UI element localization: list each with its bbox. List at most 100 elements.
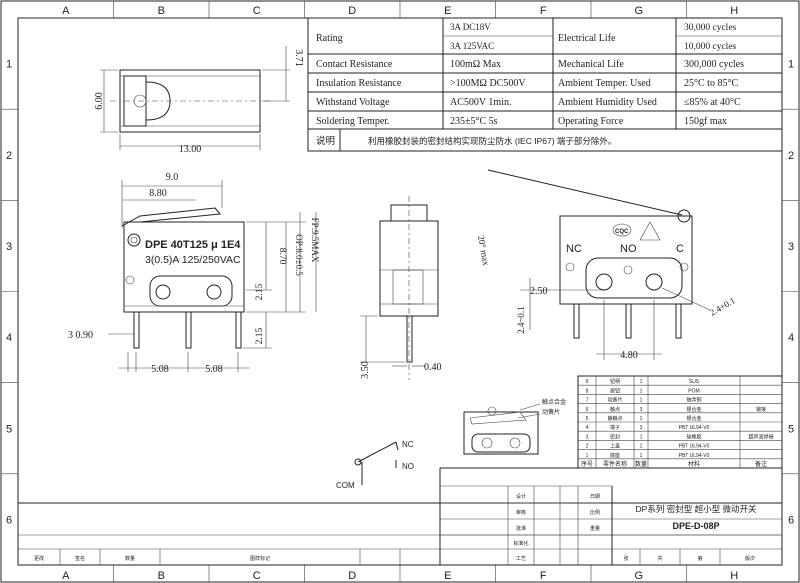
front-view: 9.0 8.80 DPE 40T125 μ 1E4 3(0.5)A 125/25… <box>68 172 320 375</box>
grid-col-d-bottom: D <box>348 570 356 582</box>
electrical-life-label: Electrical Life <box>558 33 616 44</box>
grid-col-b-top: B <box>158 5 165 17</box>
rating-value-dc: 3A DC18V <box>450 22 491 32</box>
contact-resistance-label: Contact Resistance <box>316 59 393 70</box>
parts-row-2-name: 上盖 <box>610 443 620 450</box>
top-dim-right: 3.71 <box>293 49 304 67</box>
right-dim-480: 4.80 <box>620 350 638 361</box>
parts-row-1-name: 底座 <box>610 452 620 459</box>
parts-row-2-qty: 1 <box>640 444 643 450</box>
soldering-label: Soldering Temper. <box>316 116 390 127</box>
right-label-nc: NC <box>566 243 582 255</box>
right-dim-24: 2.4~0.1 <box>516 306 526 333</box>
right-dim-250: 2.50 <box>530 286 548 297</box>
withstand-voltage-label: Withstand Voltage <box>316 97 390 108</box>
right-label-no: NO <box>620 243 637 255</box>
parts-row-4-qty: 3 <box>640 425 643 431</box>
parts-row-7-material: 铍青铜 <box>686 397 701 404</box>
top-dim-width: 13.00 <box>179 144 202 155</box>
grid-row-2-right: 2 <box>788 150 794 162</box>
grid-col-h-top: H <box>730 5 738 17</box>
parts-row-1-qty: 1 <box>640 453 643 459</box>
grid-col-a-top: A <box>62 5 70 17</box>
grid-col-f-top: F <box>540 5 547 17</box>
front-dim-870: 8.70 <box>277 248 287 265</box>
grid-row-5-right: 5 <box>788 423 794 435</box>
parts-row-6-qty: 3 <box>640 407 643 413</box>
mechanical-life-value: 300,000 cycles <box>684 59 744 70</box>
parts-row-3-name: 密封 <box>610 433 620 440</box>
insulation-resistance-value: >100MΩ DC500V <box>450 78 526 89</box>
electrical-life-value-2: 10,000 cycles <box>684 42 737 52</box>
soldering-value: 235±5°C 5s <box>450 116 498 127</box>
parts-row-9-name: 钮柄 <box>610 378 620 385</box>
front-marking-line2: 3(0.5)A 125/250VAC <box>145 254 241 266</box>
right-lever-angle: 20° max <box>476 235 491 267</box>
right-dim-hole: 2.4+0.1 <box>708 295 737 317</box>
front-dim-span: 8.80 <box>149 188 167 199</box>
title-label-date: 日期 <box>590 494 600 500</box>
title-label-sheet: 张 <box>623 555 628 562</box>
operating-force-label: Operating Force <box>558 116 624 127</box>
grid-row-6-left: 6 <box>6 514 12 526</box>
circuit-label-no: NO <box>402 462 414 471</box>
parts-header-no: 序号 <box>581 460 593 468</box>
front-dim-left: 3 0.90 <box>68 330 93 341</box>
note-label: 说明 <box>316 135 335 147</box>
parts-row-5-no: 5 <box>586 416 589 422</box>
circuit-symbol: NC NO COM <box>336 440 414 490</box>
title-block: DP系列 密封型 超小型 微动开关 DPE-D-08P 设计 审核 批准 标准化… <box>18 467 783 566</box>
ambient-humidity-value: ≤85% at 40°C <box>684 97 741 108</box>
grid-row-1-right: 1 <box>788 59 794 71</box>
circuit-label-com: COM <box>336 481 355 490</box>
parts-row-1-material: PBT UL94-V0 <box>679 453 710 459</box>
parts-row-8-qty: 1 <box>640 388 643 394</box>
parts-header-qty: 数量 <box>635 460 647 468</box>
parts-row-6-no: 6 <box>586 407 589 413</box>
grid-col-h-bottom: H <box>730 570 738 582</box>
grid-col-e-bottom: E <box>444 570 451 582</box>
front-dim-op: OP:8.0±0.5 <box>294 234 304 276</box>
parts-row-8-no: 8 <box>586 388 589 394</box>
withstand-voltage-value: AC500V 1min. <box>450 97 512 108</box>
title-label-qty: 数量 <box>125 555 135 562</box>
side-view: 3.50 0.40 <box>360 196 442 380</box>
grid-col-a-bottom: A <box>62 570 70 582</box>
parts-row-9-no: 9 <box>586 379 589 385</box>
grid-row-3-right: 3 <box>788 241 794 253</box>
parts-header-name: 零件名称 <box>603 460 627 468</box>
title-product: DP系列 密封型 超小型 微动开关 <box>636 504 757 514</box>
parts-row-4-no: 4 <box>586 425 589 431</box>
svg-text:CQC: CQC <box>615 229 629 235</box>
title-label-change: 更改 <box>34 555 44 562</box>
grid-row-5-left: 5 <box>6 423 12 435</box>
title-label-approve: 批准 <box>516 525 526 532</box>
front-dim-pitch1: 5.08 <box>151 364 169 375</box>
title-label-process: 工艺 <box>516 556 526 562</box>
grid-col-d-top: D <box>348 5 356 17</box>
title-label-design: 设计 <box>516 493 526 500</box>
grid-row-3-left: 3 <box>6 241 12 253</box>
title-label-scale: 比例 <box>590 509 600 516</box>
front-dim-215b: 2.15 <box>255 327 265 344</box>
grid-col-c-top: C <box>253 5 261 17</box>
grid-col-b-bottom: B <box>158 570 165 582</box>
parts-header-remark: 备注 <box>755 460 767 468</box>
parts-row-4-material: PBT UL94-V0 <box>679 425 710 431</box>
grid-row-6-right: 6 <box>788 514 794 526</box>
side-dim-040: 0.40 <box>424 362 442 373</box>
title-label-page: 第 <box>697 555 702 562</box>
parts-row-3-qty: 1 <box>640 434 643 440</box>
grid-col-g-bottom: G <box>634 570 643 582</box>
detail-contact-label: 触点合金 <box>542 398 566 406</box>
front-marking-line1: DPE 40T125 μ 1E4 <box>145 239 241 251</box>
parts-row-3-remark: 超声波焊接 <box>748 433 773 440</box>
grid-row-4-left: 4 <box>6 332 12 344</box>
circuit-label-nc: NC <box>402 440 414 449</box>
parts-header-material: 材料 <box>688 460 700 468</box>
right-view: 20° max NC NO C CQC 2.50 2.4~0.1 2.4+0.1… <box>476 169 737 361</box>
parts-row-3-material: 硅橡胶 <box>686 433 701 440</box>
